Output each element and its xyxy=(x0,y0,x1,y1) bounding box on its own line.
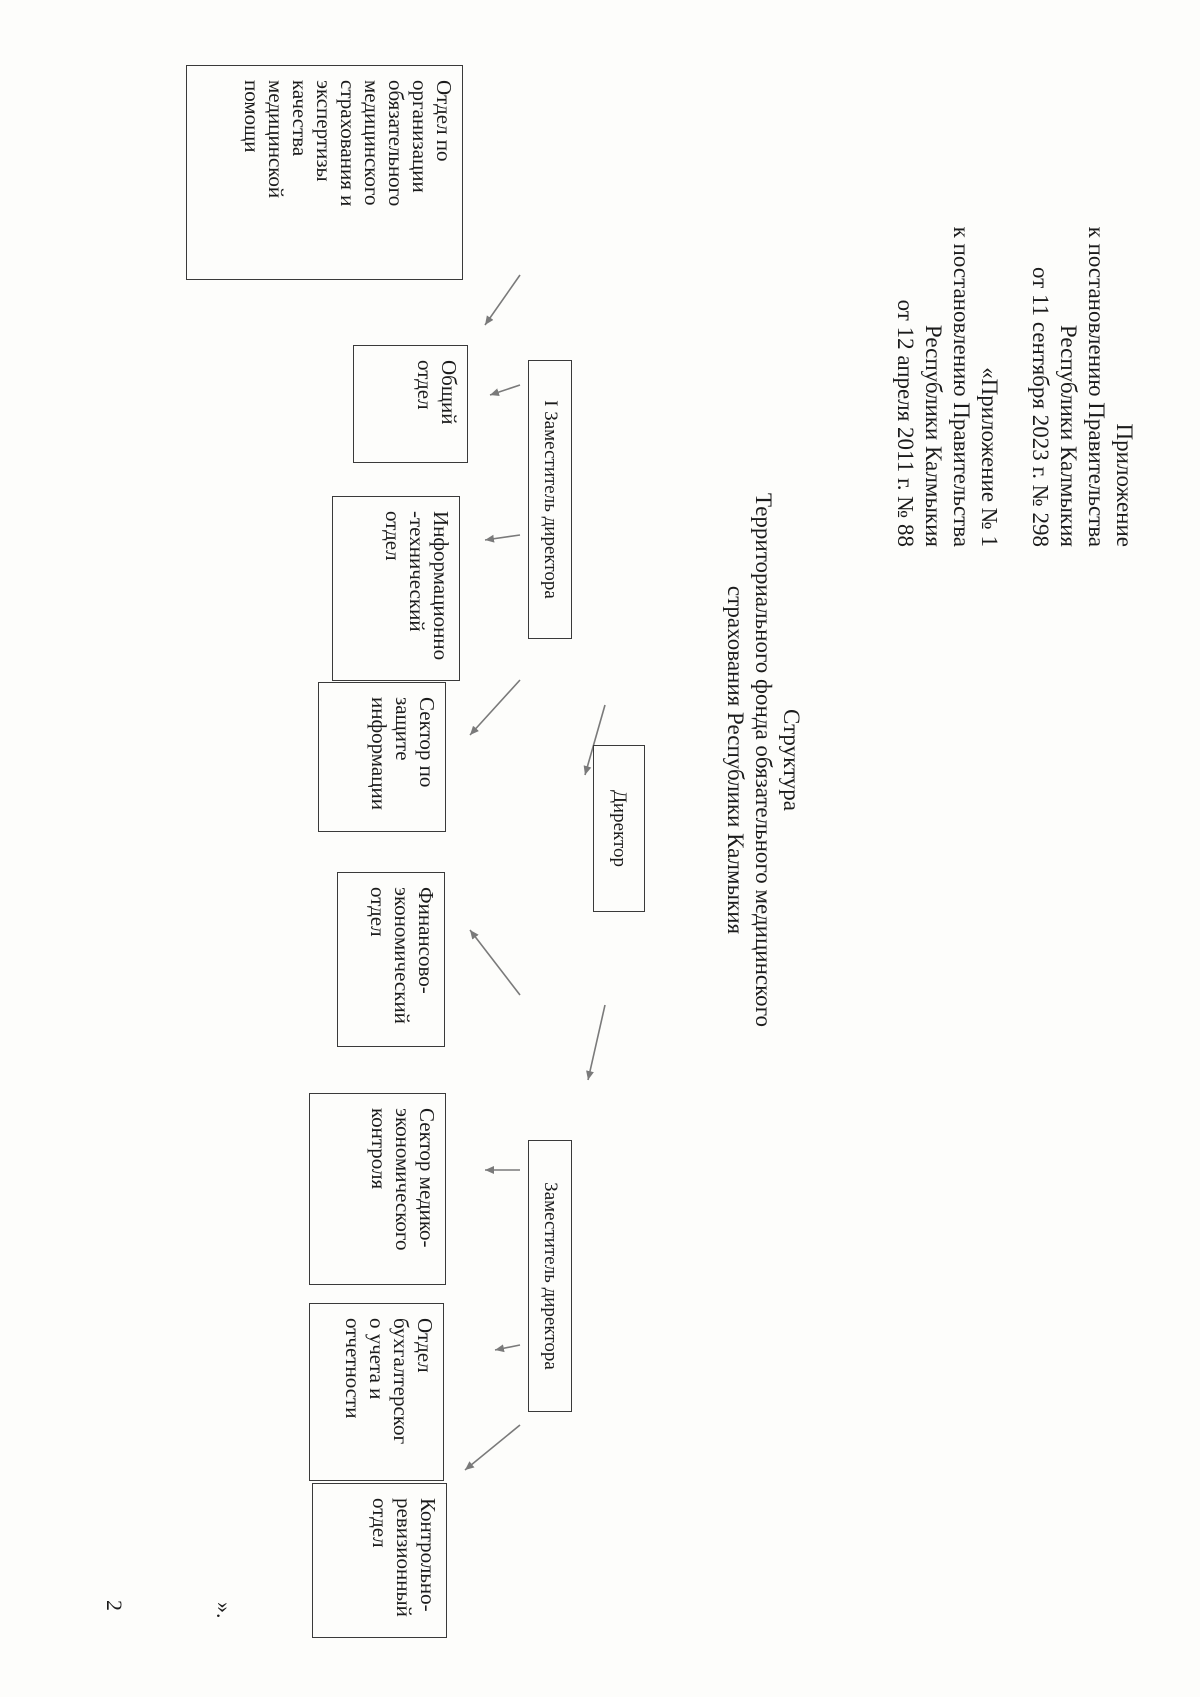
org-unit-box: Общий отдел xyxy=(353,345,468,463)
org-unit-box: Информационно -технический отдел xyxy=(332,496,460,681)
page-number: 2 xyxy=(102,1600,127,1611)
unit-line: отдел xyxy=(381,511,405,561)
unit-line: -технический xyxy=(405,511,429,632)
org-unit-box: Контрольно- ревизионный отдел xyxy=(312,1483,447,1638)
unit-line: Отдел по xyxy=(432,80,456,162)
org-unit-box: Финансово- экономический отдел xyxy=(337,872,445,1047)
arrow-deputy-to-accounting-dept xyxy=(494,1344,521,1353)
arrow-director-to-deputy xyxy=(586,1004,606,1081)
unit-line: контроля xyxy=(367,1108,391,1190)
first-deputy-box: I Заместитель директора xyxy=(528,360,572,639)
unit-line: отдел xyxy=(368,1498,392,1548)
unit-line: отчетности xyxy=(341,1318,365,1419)
unit-line: защите xyxy=(391,697,415,761)
org-unit-box: Отдел по организации обязательного медиц… xyxy=(186,65,463,280)
arrow-director-to-first-deputy xyxy=(583,704,606,776)
unit-line: Общий xyxy=(437,360,461,425)
unit-line: медицинской xyxy=(264,80,288,199)
unit-line: медицинского xyxy=(360,80,384,206)
arrow-first-deputy-to-it-dept xyxy=(484,534,521,543)
unit-line: экспертизы xyxy=(312,80,336,182)
unit-line: о учета и xyxy=(365,1318,389,1400)
unit-line: Информационно xyxy=(429,511,453,661)
director-label: Директор xyxy=(609,789,630,868)
unit-line: отдел xyxy=(366,887,390,937)
unit-line: страхования и xyxy=(336,80,360,207)
deputy-box: Заместитель директора xyxy=(528,1140,572,1412)
deputy-label: Заместитель директора xyxy=(540,1182,561,1370)
unit-line: экономический xyxy=(390,887,414,1024)
arrow-first-deputy-to-infosec-sector xyxy=(469,679,521,736)
unit-line: экономического xyxy=(391,1108,415,1251)
unit-line: Контрольно- xyxy=(416,1498,440,1612)
first-deputy-label: I Заместитель директора xyxy=(540,400,561,599)
org-unit-box: Сектор по защите информации xyxy=(318,682,446,832)
arrow-first-deputy-to-general-dept xyxy=(489,384,521,396)
unit-line: организации xyxy=(408,80,432,193)
unit-line: обязательного xyxy=(384,80,408,207)
director-box: Директор xyxy=(593,745,645,912)
unit-line: бухгалтерског xyxy=(389,1318,413,1445)
unit-line: отдел xyxy=(413,360,437,410)
unit-line: помощи xyxy=(240,80,264,153)
unit-line: качества xyxy=(288,80,312,157)
unit-line: Сектор медико- xyxy=(415,1108,439,1248)
unit-line: ревизионный xyxy=(392,1498,416,1617)
org-unit-box: Сектор медико- экономического контроля xyxy=(309,1093,446,1285)
arrow-deputy-to-finance-dept xyxy=(469,929,521,996)
unit-line: Отдел xyxy=(413,1318,437,1373)
unit-line: Сектор по xyxy=(415,697,439,788)
arrow-deputy-to-audit-dept xyxy=(464,1424,521,1471)
unit-line: Финансово- xyxy=(414,887,438,994)
unit-line: информации xyxy=(367,697,391,810)
arrow-first-deputy-to-insurance-dept xyxy=(484,274,521,326)
org-unit-box: Отдел бухгалтерског о учета и отчетности xyxy=(309,1303,444,1481)
closing-quote-mark: ». xyxy=(212,1602,237,1619)
